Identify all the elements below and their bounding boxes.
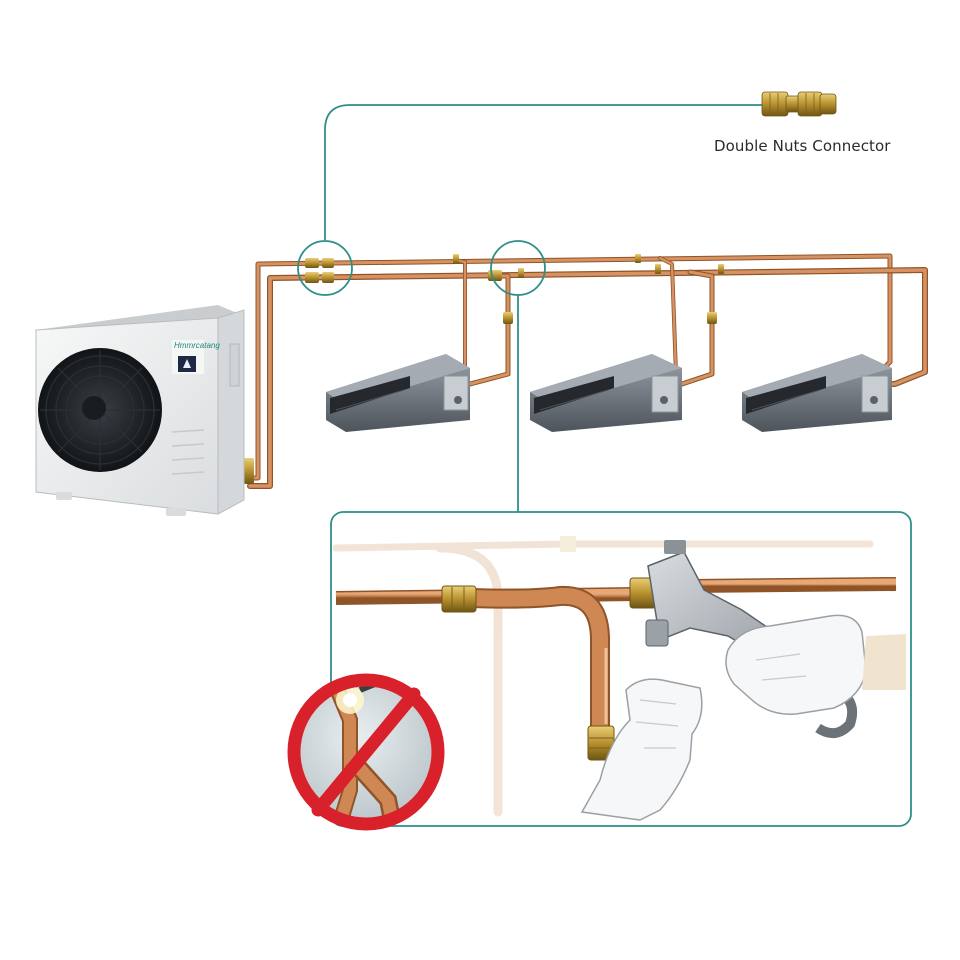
pipe-fittings: [244, 254, 724, 484]
gloved-hand-left: [580, 678, 703, 821]
brand-text: Hmmrcatang: [174, 341, 220, 350]
highlight-circle-2: [490, 240, 546, 296]
callout-line-connector: [324, 104, 762, 240]
gloved-hand-right: [725, 614, 906, 715]
indoor-unit-3: [742, 354, 892, 432]
outdoor-unit: Hmmrcatang: [35, 305, 245, 516]
connector-label: Double Nuts Connector: [714, 137, 891, 155]
detail-panel: [330, 511, 912, 827]
indoor-unit-1: [326, 354, 470, 432]
indoor-unit-2: [530, 354, 682, 432]
no-brazing-icon: [287, 673, 445, 831]
highlight-circle-1: [297, 240, 353, 296]
double-nuts-connector-icon: [761, 91, 837, 117]
